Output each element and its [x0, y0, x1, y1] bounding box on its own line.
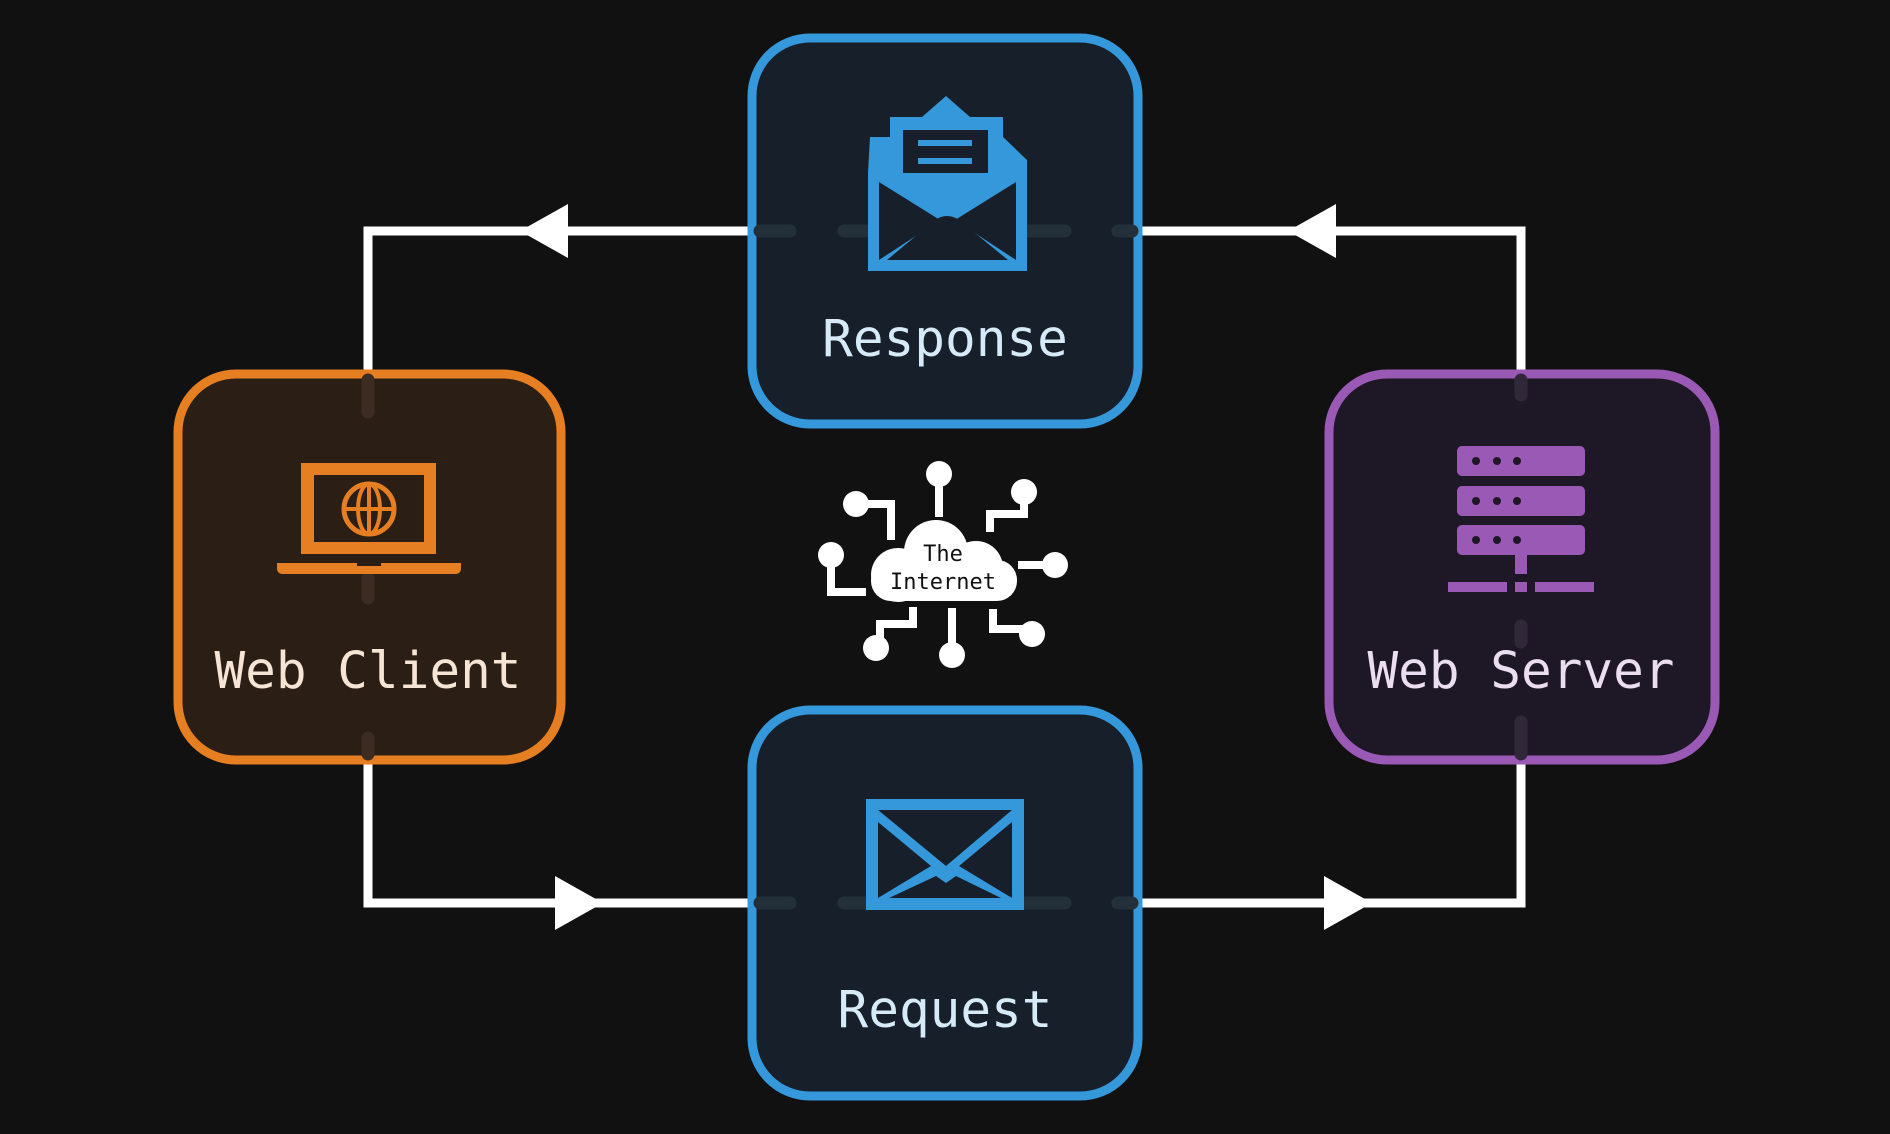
server-rack-icon	[1448, 446, 1594, 592]
request-label: Request	[838, 981, 1053, 1040]
connectors	[363, 226, 1526, 908]
client-label: Web Client	[214, 642, 521, 701]
client-node: Web Client	[173, 369, 566, 765]
server-node: Web Server	[1324, 369, 1720, 765]
arrow-left-response-to-client	[520, 204, 568, 258]
response-node: Response	[747, 33, 1143, 429]
internet-label-line2: Internet	[890, 570, 996, 595]
arrow-left-server-to-response	[1288, 204, 1336, 258]
internet-label-line1: The	[923, 542, 963, 567]
response-label: Response	[822, 310, 1068, 369]
response-to-client-line	[363, 226, 750, 372]
arrowheads	[520, 204, 1372, 930]
laptop-globe-icon	[277, 463, 461, 574]
arrow-right-client-to-request	[555, 876, 603, 930]
request-node: Request	[747, 705, 1143, 1101]
envelope-icon	[866, 799, 1024, 910]
request-to-server-line	[1140, 762, 1526, 908]
server-to-response-line	[1140, 226, 1526, 372]
internet-cloud: The Internet	[818, 461, 1068, 668]
arrow-right-request-to-server	[1324, 876, 1372, 930]
open-envelope-icon	[868, 96, 1027, 271]
server-label: Web Server	[1367, 642, 1674, 701]
client-to-request-line	[363, 762, 750, 908]
